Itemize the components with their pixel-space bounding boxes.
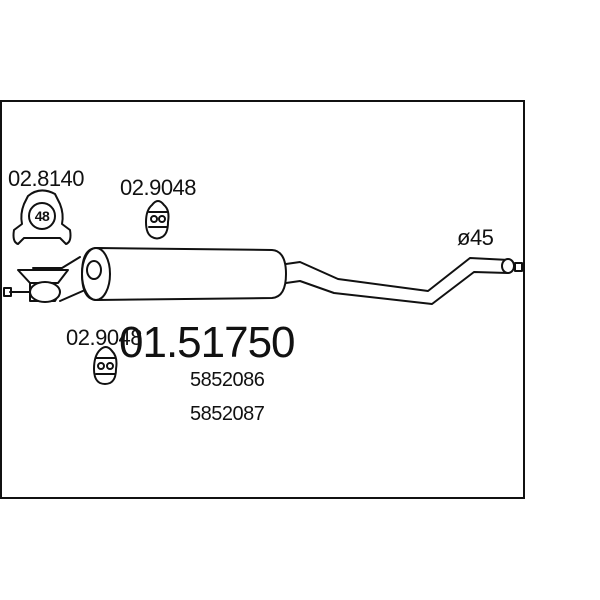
part-number: 01.51750 xyxy=(119,318,295,367)
oem-reference-1: 5852086 xyxy=(190,369,265,391)
tail-pipe xyxy=(285,257,511,305)
muffler-inlet-hole xyxy=(86,260,102,280)
muffler-body xyxy=(81,247,287,301)
tail-pipe-bend xyxy=(501,258,515,274)
oem-reference-2: 5852087 xyxy=(190,403,265,425)
clamp-code-label: 02.8140 xyxy=(8,166,84,191)
rubber-hanger-icon xyxy=(145,200,170,240)
inlet-pipe-opening xyxy=(29,281,61,303)
rubber-hanger-bottom-icon xyxy=(93,346,118,385)
inlet-pipe-body xyxy=(32,256,86,302)
clamp-size-text: 48 xyxy=(35,208,50,224)
hanger-code-bottom-label: 02.9048 xyxy=(66,325,142,350)
clamp-icon: 48 xyxy=(12,189,72,245)
hanger-code-top-label: 02.9048 xyxy=(120,175,196,200)
exhaust-assembly xyxy=(3,247,523,305)
pipe-diameter-label: ø45 xyxy=(457,225,494,250)
right-connector-end xyxy=(514,262,523,272)
diagram-frame xyxy=(0,100,525,499)
